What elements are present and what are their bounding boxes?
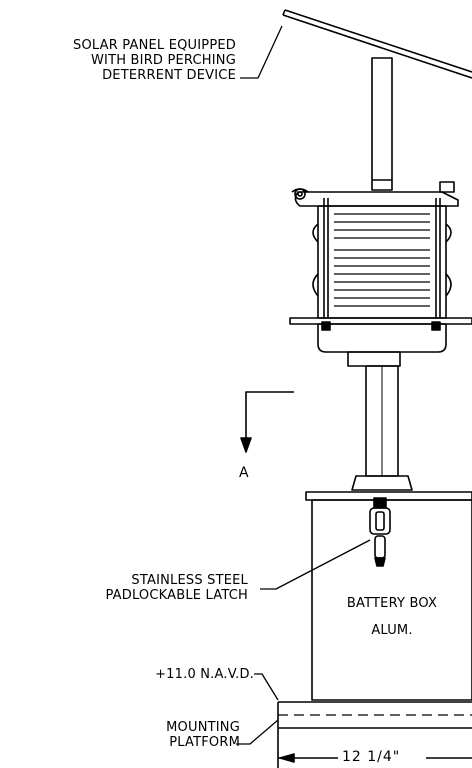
section-marker-label: A (239, 465, 249, 481)
solar-panel-callout-line-1: SOLAR PANEL EQUIPPED (73, 38, 236, 53)
section-cut-marker (240, 391, 294, 453)
leader-lines (236, 25, 371, 745)
upper-mast (371, 57, 393, 191)
solar-panel-callout: SOLAR PANEL EQUIPPED WITH BIRD PERCHING … (73, 38, 236, 83)
dimension-label: 12 1/4" (342, 749, 401, 765)
solar-panel (282, 9, 472, 79)
platform-callout-line-1: MOUNTING (166, 720, 240, 735)
platform-callout-line-2: PLATFORM (169, 735, 240, 750)
lantern (289, 181, 472, 367)
latch-callout-line-2: PADLOCKABLE LATCH (105, 588, 248, 603)
mounting-platform (277, 701, 472, 729)
elevation-callout: +11.0 N.A.V.D. (155, 667, 254, 682)
dimension-line (277, 728, 472, 768)
battery-box-label-line-2: ALUM. (371, 623, 413, 638)
battery-box-label-line-1: BATTERY BOX (346, 596, 438, 611)
battery-box-label: BATTERY BOX ALUM. (312, 596, 472, 638)
solar-panel-callout-line-3: DETERRENT DEVICE (102, 68, 236, 83)
lower-mast (351, 365, 413, 491)
solar-panel-callout-line-2: WITH BIRD PERCHING (91, 53, 236, 68)
platform-callout: MOUNTING PLATFORM (166, 720, 240, 750)
battery-box (305, 491, 472, 701)
latch-callout-line-1: STAINLESS STEEL (131, 573, 248, 588)
latch-callout: STAINLESS STEEL PADLOCKABLE LATCH (105, 573, 248, 603)
